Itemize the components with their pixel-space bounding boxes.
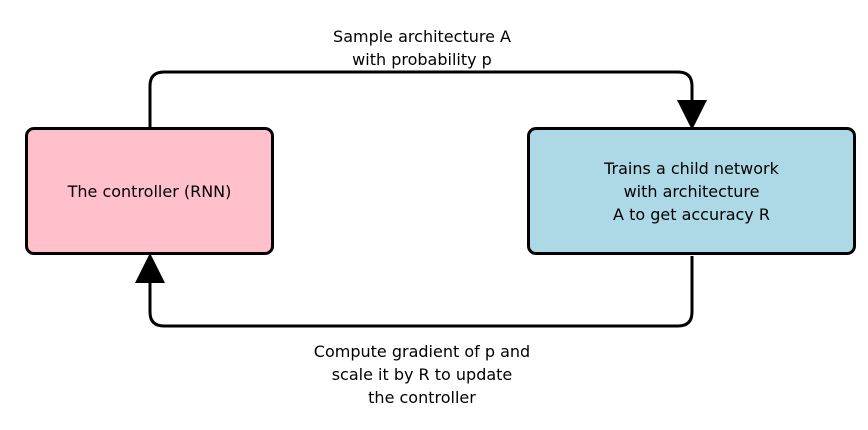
update-edge-arrow — [135, 253, 694, 328]
controller-node: The controller (RNN) — [25, 127, 274, 255]
child-network-node-label: Trains a child network with architecture… — [604, 158, 779, 224]
update-edge-label: Compute gradient of p and scale it by R … — [313, 342, 531, 407]
controller-node-label: The controller (RNN) — [67, 181, 232, 201]
sample-edge-arrow — [148, 70, 707, 130]
child-network-node: Trains a child network with architecture… — [527, 127, 856, 255]
sample-edge-label: Sample architecture A with probability p — [333, 27, 511, 69]
